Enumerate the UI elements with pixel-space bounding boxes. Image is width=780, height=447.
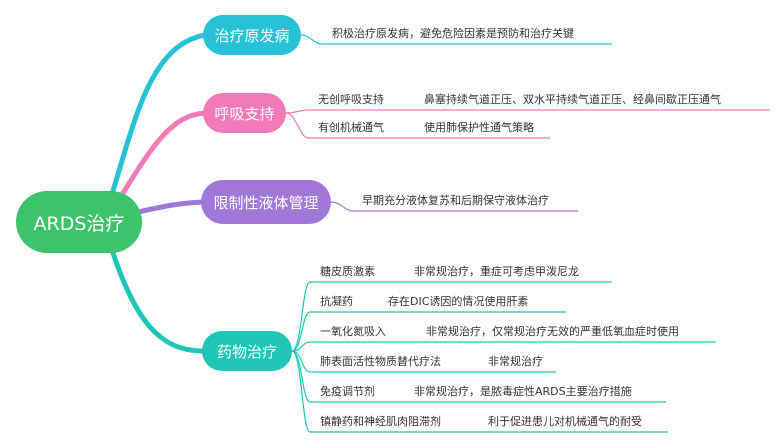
connector-root-branch-1	[109, 32, 208, 197]
leaf-node[interactable]: 积极治疗原发病，避免危险因素是预防和治疗关键	[332, 27, 574, 41]
leaf-description: 非常规治疗，重症可考虑甲泼尼龙	[414, 265, 579, 278]
connector-branch-4-leaf-6	[291, 350, 668, 433]
leaf-node[interactable]: 免疫调节剂 非常规治疗，是脓毒症性ARDS主要治疗措施	[320, 385, 632, 399]
connector-branch-2-leaf-2	[285, 112, 550, 139]
leaf-node[interactable]: 有创机械通气 使用肺保护性通气策略	[318, 121, 534, 135]
leaf-key: 早期充分液体复苏和后期保守液体治疗	[362, 194, 549, 207]
connector-root-branch-4	[109, 247, 207, 354]
connector-root-branch-2	[117, 110, 208, 201]
leaf-key: 抗凝药	[320, 295, 353, 308]
leaf-key: 肺表面活性物质替代疗法	[320, 355, 441, 368]
branch-drug-therapy[interactable]: 药物治疗	[202, 331, 292, 371]
leaf-node[interactable]: 无创呼吸支持 鼻塞持续气道正压、双水平持续气道正压、经鼻间歇正压通气	[318, 93, 721, 107]
leaf-description: 利于促进患儿对机械通气的耐受	[488, 415, 642, 428]
connector-branch-3-leaf-1	[330, 201, 578, 212]
leaf-key: 无创呼吸支持	[318, 93, 384, 106]
leaf-description: 非常规治疗	[488, 355, 543, 368]
leaf-key: 镇静药和神经肌肉阻滞剂	[320, 415, 441, 428]
leaf-node[interactable]: 早期充分液体复苏和后期保守液体治疗	[362, 194, 549, 208]
connector-branch-4-leaf-2	[291, 311, 566, 352]
root-node[interactable]: ARDS治疗	[16, 191, 142, 253]
leaf-key: 一氧化氮吸入	[320, 325, 386, 338]
leaf-node[interactable]: 一氧化氮吸入 非常规治疗，仅常规治疗无效的严重低氧血症时使用	[320, 325, 679, 339]
branch-treat-primary-disease[interactable]: 治疗原发病	[203, 15, 301, 55]
leaf-key: 免疫调节剂	[320, 385, 375, 398]
branch-respiratory-support[interactable]: 呼吸支持	[203, 93, 286, 133]
connector-branch-1-leaf-1	[300, 34, 612, 45]
leaf-node[interactable]: 糖皮质激素 非常规治疗，重症可考虑甲泼尼龙	[320, 265, 579, 279]
branch-restrictive-fluid-management[interactable]: 限制性液体管理	[201, 180, 331, 224]
connector-branch-4-leaf-1	[291, 281, 612, 352]
leaf-key: 有创机械通气	[318, 121, 384, 134]
leaf-node[interactable]: 抗凝药 存在DIC诱因的情况使用肝素	[320, 295, 528, 309]
leaf-description: 鼻塞持续气道正压、双水平持续气道正压、经鼻间歇正压通气	[424, 93, 721, 106]
leaf-description: 非常规治疗，是脓毒症性ARDS主要治疗措施	[414, 385, 632, 398]
connector-root-branch-3	[135, 199, 206, 215]
connector-branch-4-leaf-3	[291, 341, 716, 352]
leaf-description: 存在DIC诱因的情况使用肝素	[388, 295, 529, 308]
leaf-key: 积极治疗原发病，避免危险因素是预防和治疗关键	[332, 27, 574, 40]
leaf-description: 非常规治疗，仅常规治疗无效的严重低氧血症时使用	[426, 325, 679, 338]
leaf-key: 糖皮质激素	[320, 265, 375, 278]
leaf-description: 使用肺保护性通气策略	[424, 121, 534, 134]
leaf-node[interactable]: 镇静药和神经肌肉阻滞剂 利于促进患儿对机械通气的耐受	[320, 415, 642, 429]
leaf-node[interactable]: 肺表面活性物质替代疗法 非常规治疗	[320, 355, 543, 369]
connector-branch-2-leaf-1	[285, 109, 770, 114]
